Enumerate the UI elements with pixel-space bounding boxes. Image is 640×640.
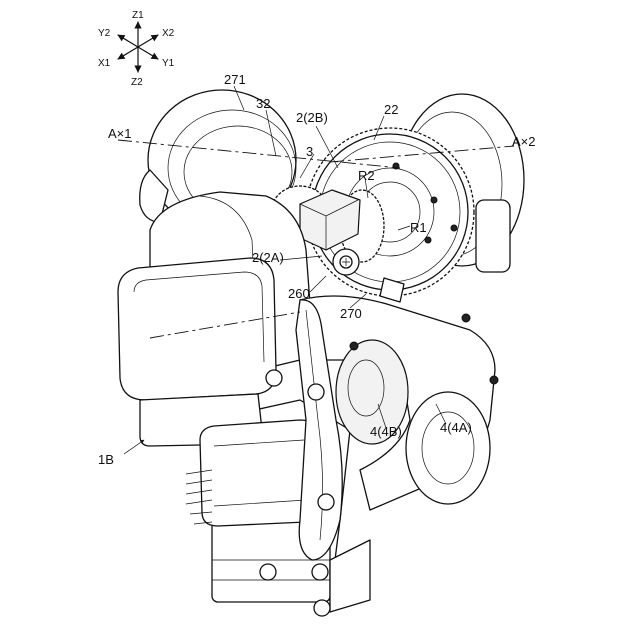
- label-1b: 1B: [98, 452, 114, 467]
- axis-label-x1: X1: [98, 58, 111, 69]
- label-32: 32: [256, 96, 270, 111]
- label-r2: R2: [358, 168, 375, 183]
- label-r1: R1: [410, 220, 427, 235]
- label-260: 260: [288, 286, 310, 301]
- axis-label-z2: Z2: [131, 77, 143, 88]
- label-271: 271: [224, 72, 246, 87]
- axis-label-y1: Y1: [162, 58, 175, 69]
- axis-label-x2: X2: [162, 28, 175, 39]
- label-ax1: A×1: [108, 126, 132, 141]
- label-4-4a: 4(4A): [440, 420, 472, 435]
- label-2-2a: 2(2A): [252, 250, 284, 265]
- label-2-2b: 2(2B): [296, 110, 328, 125]
- label-3: 3: [306, 144, 313, 159]
- axis-label-z1: Z1: [132, 10, 144, 21]
- label-22: 22: [384, 102, 398, 117]
- label-ax2: A×2: [512, 134, 536, 149]
- axis-label-y2: Y2: [98, 28, 111, 39]
- upper-motor-box: [118, 258, 276, 446]
- label-270: 270: [340, 306, 362, 321]
- axis-indicator: Z1 Z2 Y2 X2 X1 Y1: [98, 10, 175, 88]
- label-4-4b: 4(4B): [370, 424, 402, 439]
